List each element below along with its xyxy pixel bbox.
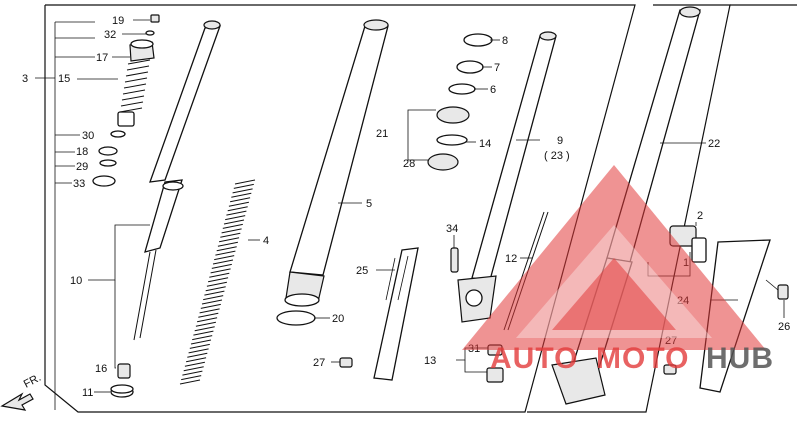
callout-34: 34: [446, 223, 458, 235]
callout-15: 15: [58, 73, 70, 85]
callout-2: 2: [697, 210, 703, 222]
callout-21: 21: [376, 128, 388, 140]
damper-rod-assembly: [92, 14, 160, 398]
outer-tube: [276, 19, 389, 326]
callout-10: 10: [70, 275, 82, 287]
front-arrow-label: FR.: [22, 372, 43, 391]
watermark-triangle-outer: [462, 165, 766, 350]
inner-tube-left: [133, 20, 221, 341]
callout-20: 20: [332, 313, 344, 325]
callout-18: 18: [76, 146, 88, 158]
callout-32: 32: [104, 29, 116, 41]
callout-13: 13: [424, 355, 436, 367]
callout-11: 11: [82, 387, 93, 399]
callout-33: 33: [73, 178, 85, 190]
watermark-text-auto: AUTO: [490, 342, 578, 375]
bushings-and-seals: [427, 33, 493, 171]
callout-9: 9: [557, 135, 563, 147]
callout-4: 4: [263, 235, 269, 247]
inner-tube-right: [450, 31, 557, 331]
callout-17: 17: [96, 52, 108, 64]
callout-26: 26: [778, 321, 790, 333]
callout-27-left: 27: [313, 357, 325, 369]
callout-6: 6: [490, 84, 496, 96]
panel-frames: [44, 4, 797, 413]
callout-22: 22: [708, 138, 720, 150]
fork-guard: [339, 247, 419, 381]
callout-16: 16: [95, 363, 107, 375]
fork-spring: [179, 179, 256, 385]
callout-8: 8: [502, 35, 508, 47]
callout-5: 5: [366, 198, 372, 210]
callout-7: 7: [494, 62, 500, 74]
callout-12: 12: [505, 253, 517, 265]
callout-29: 29: [76, 161, 88, 173]
callout-14: 14: [479, 138, 491, 150]
callout-23: ( 23 ): [544, 150, 570, 162]
callout-3: 3: [22, 73, 28, 85]
watermark-text-hub: HUB: [706, 342, 774, 375]
watermark-text-moto: MOTO: [596, 342, 689, 375]
callout-28: 28: [403, 158, 415, 170]
front-arrow: FR.: [0, 372, 43, 411]
callout-19: 19: [112, 15, 124, 27]
callout-30: 30: [82, 130, 94, 142]
callout-25: 25: [356, 265, 368, 277]
watermark-logo: AUTO MOTO HUB: [462, 165, 774, 375]
